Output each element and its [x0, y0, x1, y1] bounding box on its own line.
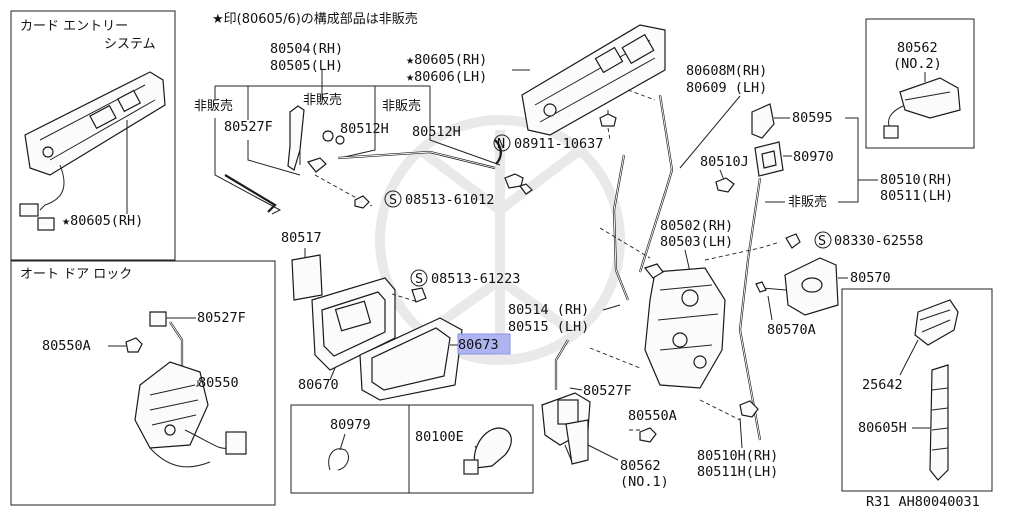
group-outside-handle: ★80605(RH) ★80606(LH) N 08911-10637	[406, 24, 674, 301]
panel-card-entry-subtitle: システム	[104, 37, 156, 52]
highlight-80673	[457, 333, 511, 355]
label-08911-10637: 08911-10637	[514, 136, 603, 152]
label-80527f-left: 80527F	[197, 310, 246, 326]
group-inner-handle: 80517 80670 S 08513-61223 80673	[281, 230, 520, 401]
label-80503: 80503(LH)	[660, 234, 733, 250]
label-80605-rh-inset: ★80605(RH)	[62, 213, 143, 229]
label-80510: 80510(RH)	[880, 172, 953, 188]
label-80511h: 80511H(LH)	[697, 464, 778, 480]
label-08330-62558: 08330-62558	[834, 233, 923, 249]
label-80562-n2-sub: (NO.2)	[893, 56, 942, 72]
label-80510h: 80510H(RH)	[697, 448, 778, 464]
label-80979: 80979	[330, 417, 371, 433]
label-80512h-b: 80512H	[412, 124, 461, 140]
label-80609: 80609 (LH)	[686, 80, 767, 96]
label-08513-61012: 08513-61012	[405, 192, 494, 208]
label-80605-rh: ★80605(RH)	[406, 52, 487, 68]
group-door-latch: 80502(RH) 80503(LH) 80514 (RH) 80515 (LH…	[508, 218, 781, 421]
label-80511: 80511(LH)	[880, 188, 953, 204]
label-80100e: 80100E	[415, 429, 464, 445]
symbol-n: N	[497, 136, 505, 152]
label-25642: 25642	[862, 377, 903, 393]
label-80562-n1: 80562	[620, 458, 661, 474]
label-not-sold-2: 非販売	[303, 92, 342, 108]
label-not-sold-4: 非販売	[788, 194, 827, 210]
group-lower-middle: 80527F 80562 (NO.1) 80550A 80510H(RH) 80…	[541, 339, 778, 490]
label-80605h: 80605H	[858, 420, 907, 436]
label-80502: 80502(RH)	[660, 218, 733, 234]
label-80562-n2: 80562	[897, 40, 938, 56]
panel-card-entry: カード エントリー システム ★80605(RH)	[10, 10, 176, 261]
label-80514: 80514 (RH)	[508, 302, 589, 318]
label-80670: 80670	[298, 377, 339, 393]
symbol-s-1: S	[389, 192, 397, 208]
label-not-sold-3: 非販売	[382, 98, 421, 114]
panel-80605h: 25642 80605H	[841, 288, 993, 492]
group-rods-right: 80608M(RH) 80609 (LH) 80510J 80595 80970…	[679, 63, 953, 441]
label-80595: 80595	[792, 110, 833, 126]
label-80608m: 80608M(RH)	[686, 63, 767, 79]
header-note: ★印(80605/6)の構成部品は非販売	[212, 11, 418, 27]
panel-80562-no2: 80562 (NO.2)	[865, 18, 975, 149]
group-striker: S 08330-62558 80570 80570A	[755, 231, 923, 338]
label-08513-61223: 08513-61223	[431, 271, 520, 287]
label-80562-n1-sub: (NO.1)	[620, 474, 669, 490]
label-80570: 80570	[850, 270, 891, 286]
panel-auto-door-lock-title: オート ドア ロック	[20, 267, 132, 282]
label-80970: 80970	[793, 149, 834, 165]
label-80550a-left: 80550A	[42, 338, 91, 354]
label-80570a: 80570A	[767, 322, 816, 338]
footer-code: R31 AH80040031	[866, 494, 980, 510]
label-80505: 80505(LH)	[270, 58, 343, 74]
panel-auto-door-lock: オート ドア ロック 80527F 80550A 80550	[10, 260, 276, 506]
label-80527f-top: 80527F	[224, 119, 273, 135]
panel-card-entry-title: カード エントリー	[20, 19, 128, 34]
label-80504: 80504(RH)	[270, 41, 343, 57]
label-80517: 80517	[281, 230, 322, 246]
symbol-s-3: S	[818, 233, 826, 249]
panel-small-parts: 80979 80100E	[290, 404, 534, 494]
label-80550a-mid: 80550A	[628, 408, 677, 424]
label-80527f-mid: 80527F	[583, 383, 632, 399]
label-80510j: 80510J	[700, 154, 749, 170]
symbol-s-2: S	[415, 271, 423, 287]
group-80504-bracket: 80504(RH) 80505(LH) 非販売 非販売 非販売 80527F 8…	[194, 41, 533, 215]
label-80673: 80673	[458, 337, 499, 353]
label-80550: 80550	[198, 375, 239, 391]
label-not-sold-1: 非販売	[194, 98, 233, 114]
label-80512h-a: 80512H	[340, 121, 389, 137]
label-80515: 80515 (LH)	[508, 319, 589, 335]
label-80606-lh: ★80606(LH)	[406, 69, 487, 85]
